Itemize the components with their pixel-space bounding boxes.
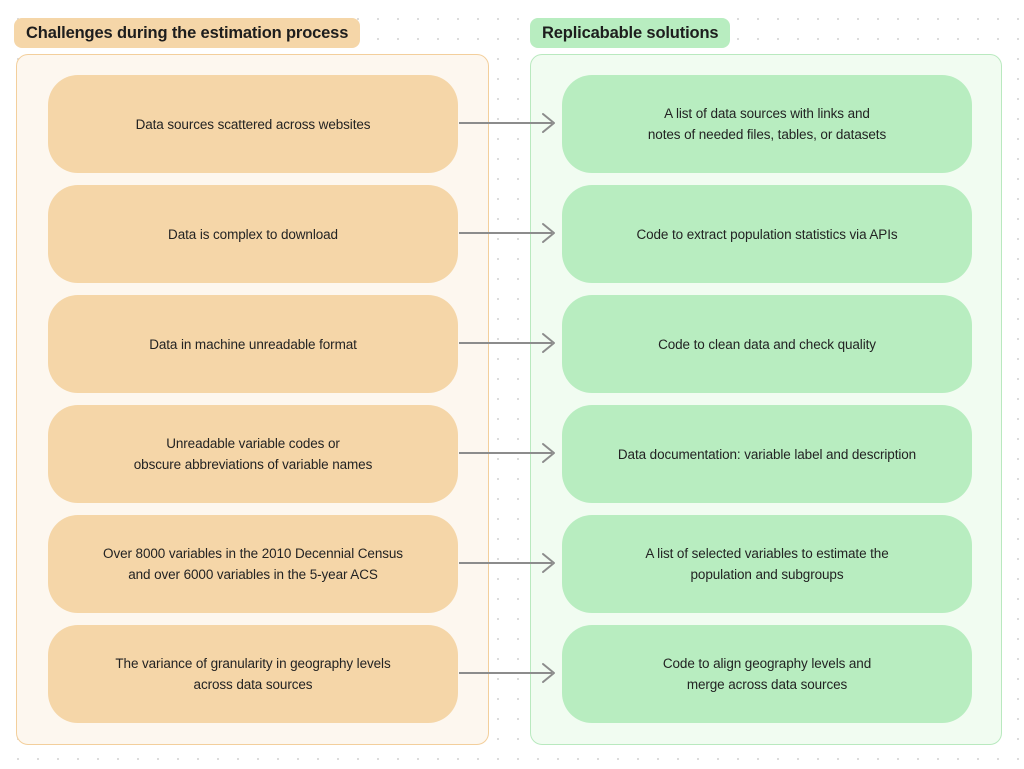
challenge-item-4-line1: Unreadable variable codes or xyxy=(166,436,340,451)
solution-item-2[interactable]: Code to extract population statistics vi… xyxy=(562,185,972,283)
solution-item-4[interactable]: Data documentation: variable label and d… xyxy=(562,405,972,503)
solution-item-2-line1: Code to extract population statistics vi… xyxy=(636,226,898,242)
challenge-item-6-line2: across data sources xyxy=(193,677,313,692)
challenge-item-6-line1: The variance of granularity in geography… xyxy=(115,656,391,671)
solution-item-6-line1: Code to align geography levels and xyxy=(662,656,872,671)
challenge-item-4[interactable]: Unreadable variable codes or obscure abb… xyxy=(48,405,458,503)
solutions-list: A list of data sources with links and no… xyxy=(562,75,972,723)
solution-item-1-line1: A list of data sources with links and xyxy=(664,106,870,121)
challenge-item-4-line2: obscure abbreviations of variable names xyxy=(133,457,373,472)
solution-item-3-line1: Code to clean data and check quality xyxy=(658,336,876,352)
challenge-item-3-line1: Data in machine unreadable format xyxy=(149,336,357,352)
challenges-column-title: Challenges during the estimation process xyxy=(14,18,361,48)
challenge-item-5-line2: and over 6000 variables in the 5-year AC… xyxy=(128,567,378,582)
challenges-list: Data sources scattered across websites D… xyxy=(48,75,458,723)
solution-item-1[interactable]: A list of data sources with links and no… xyxy=(562,75,972,173)
solution-item-5-line2: population and subgroups xyxy=(690,567,844,582)
solutions-column-title: Replicabable solutions xyxy=(530,18,731,48)
challenge-item-6[interactable]: The variance of granularity in geography… xyxy=(48,625,458,723)
challenge-item-2[interactable]: Data is complex to download xyxy=(48,185,458,283)
solution-item-5-line1: A list of selected variables to estimate… xyxy=(645,546,889,561)
solution-item-3[interactable]: Code to clean data and check quality xyxy=(562,295,972,393)
challenge-item-3[interactable]: Data in machine unreadable format xyxy=(48,295,458,393)
challenge-item-5-line1: Over 8000 variables in the 2010 Decennia… xyxy=(103,546,403,561)
challenge-item-2-line1: Data is complex to download xyxy=(168,226,338,242)
challenges-panel: Data sources scattered across websites D… xyxy=(16,54,489,745)
solution-item-6[interactable]: Code to align geography levels and merge… xyxy=(562,625,972,723)
solution-item-5[interactable]: A list of selected variables to estimate… xyxy=(562,515,972,613)
solution-item-6-line2: merge across data sources xyxy=(686,677,848,692)
challenge-item-1-line1: Data sources scattered across websites xyxy=(135,116,371,132)
solution-item-4-line1: Data documentation: variable label and d… xyxy=(617,446,917,462)
solution-item-1-line2: notes of needed files, tables, or datase… xyxy=(647,127,887,142)
challenge-item-1[interactable]: Data sources scattered across websites xyxy=(48,75,458,173)
solutions-panel: A list of data sources with links and no… xyxy=(530,54,1002,745)
challenge-item-5[interactable]: Over 8000 variables in the 2010 Decennia… xyxy=(48,515,458,613)
